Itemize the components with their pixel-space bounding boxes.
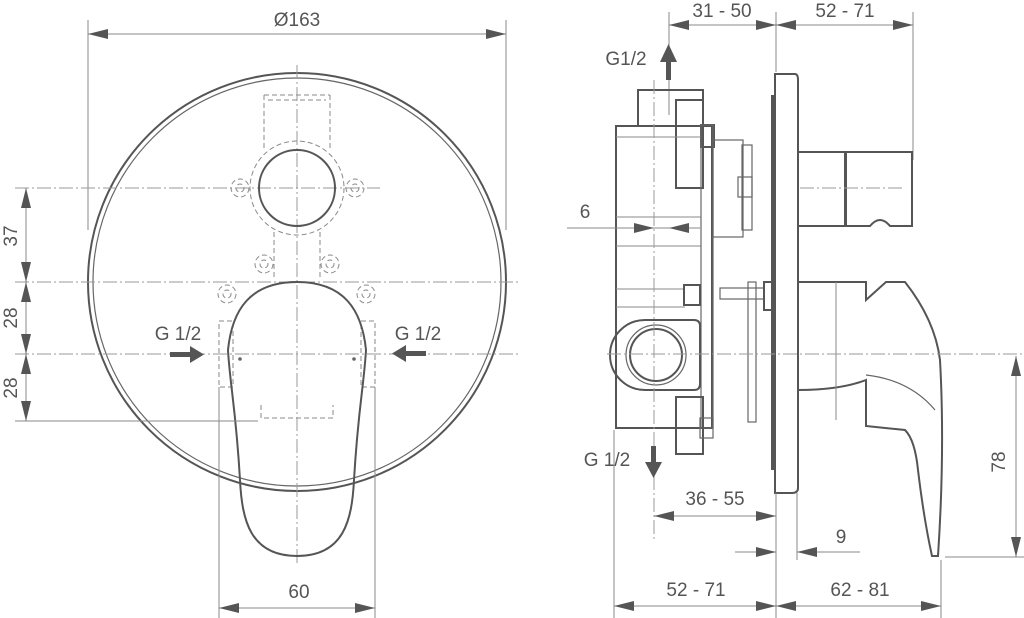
dim-52-71-top-label: 52 - 71: [815, 1, 874, 22]
outlet-bottom-label: G 1/2: [584, 450, 630, 471]
inlet-right-arrow-icon: [392, 345, 426, 362]
lever-side: [797, 281, 944, 557]
hidden-flange: [249, 140, 345, 236]
inlet-right-label: G 1/2: [395, 324, 441, 345]
diverter-opening: [258, 149, 336, 227]
inlet-left-label: G 1/2: [155, 324, 201, 345]
lever-handle: [226, 280, 368, 558]
diverter-knob: [845, 151, 913, 227]
diameter-label: Ø163: [274, 10, 320, 31]
inlet-port: [609, 319, 701, 391]
dim-31-50-label: 31 - 50: [692, 1, 751, 22]
adjustment-screw: [719, 287, 765, 300]
height-label: 78: [989, 451, 1010, 472]
side-view: 31 - 50 52 - 71 G1/2: [567, 1, 1024, 618]
outlet-top-label: G1/2: [605, 49, 646, 70]
valve-body: [615, 125, 713, 429]
width-label: 60: [288, 582, 309, 603]
outlet-down-arrow-icon: [645, 446, 662, 478]
offset-label: 6: [580, 202, 591, 223]
front-view: Ø163 3: [1, 10, 520, 618]
dim-28-lower-label: 28: [1, 377, 22, 398]
depth-label: 36 - 55: [685, 489, 744, 510]
hidden-body-top: [263, 94, 331, 150]
plate-thickness-label: 9: [836, 527, 847, 548]
dim-37-label: 37: [1, 225, 22, 246]
cover-plate-side: [774, 73, 799, 494]
outlet-up-arrow-icon: [660, 44, 677, 80]
inlet-left-arrow-icon: [170, 346, 204, 363]
dim-28-upper-label: 28: [1, 307, 22, 328]
dim-62-81-label: 62 - 81: [830, 580, 889, 601]
dim-52-71-bottom-label: 52 - 71: [666, 580, 725, 601]
